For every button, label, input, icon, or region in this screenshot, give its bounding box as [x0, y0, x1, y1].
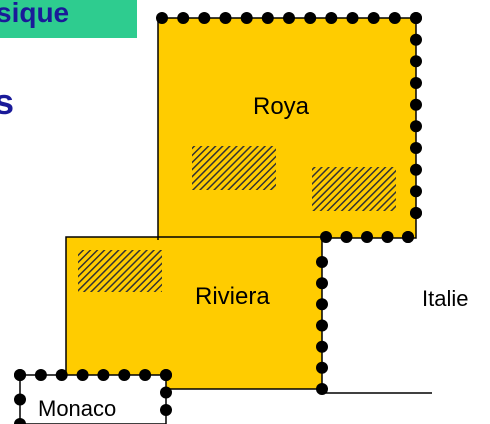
title-banner [0, 0, 137, 38]
border-dot [34, 369, 47, 381]
border-dot [283, 12, 295, 24]
border-dot [316, 298, 328, 311]
border-dot [320, 231, 332, 243]
border-dot [160, 386, 172, 399]
border-dot [410, 77, 422, 89]
border-dot [346, 12, 359, 24]
border-dot [316, 383, 328, 395]
border-dot [304, 12, 317, 24]
border-dot [316, 319, 328, 332]
border-dot [177, 12, 190, 24]
border-dot [410, 142, 422, 154]
border-dot [160, 404, 172, 416]
hatched-zone-roya-left [192, 146, 276, 190]
border-dot [410, 98, 422, 111]
border-dot [367, 12, 380, 24]
border-dot [219, 12, 232, 24]
label-roya: Roya [253, 93, 310, 120]
border-dot [76, 369, 89, 381]
border-dot [410, 120, 422, 133]
border-dot [410, 33, 422, 46]
border-dot [316, 256, 328, 268]
border-dot [381, 231, 394, 243]
border-dot [198, 12, 211, 24]
region-riviera [65, 236, 323, 390]
border-dot [361, 231, 373, 243]
border-dot [340, 231, 353, 243]
border-dot [402, 231, 414, 243]
border-dot [410, 163, 422, 176]
hatched-zone-roya-right [312, 167, 396, 211]
border-dot [410, 207, 422, 219]
border-dot [240, 12, 253, 24]
border-dot [261, 12, 274, 24]
label-italie: Italie [422, 286, 468, 311]
border-dot [410, 185, 422, 198]
border-dot [55, 369, 68, 381]
border-dot [14, 369, 26, 381]
border-dot [410, 55, 422, 68]
border-dot [316, 277, 328, 290]
border-dot [14, 418, 26, 424]
border-dot [14, 393, 26, 406]
label-riviera: Riviera [195, 283, 270, 310]
border-dot [325, 12, 338, 24]
border-dot [139, 369, 152, 381]
border-dot [410, 12, 422, 24]
border-dot [316, 340, 328, 353]
section-heading: s [0, 81, 14, 122]
border-dot [118, 369, 131, 381]
border-dot [160, 369, 172, 381]
region-monaco [19, 374, 167, 424]
hatched-zone-riviera [78, 250, 162, 292]
title-banner-text: sique [0, 0, 69, 28]
border-dot [388, 12, 401, 24]
border-dot [156, 12, 168, 24]
dotted-border [14, 12, 422, 424]
border-dot [97, 369, 110, 381]
border-dot [316, 361, 328, 374]
label-monaco: Monaco [38, 396, 116, 421]
